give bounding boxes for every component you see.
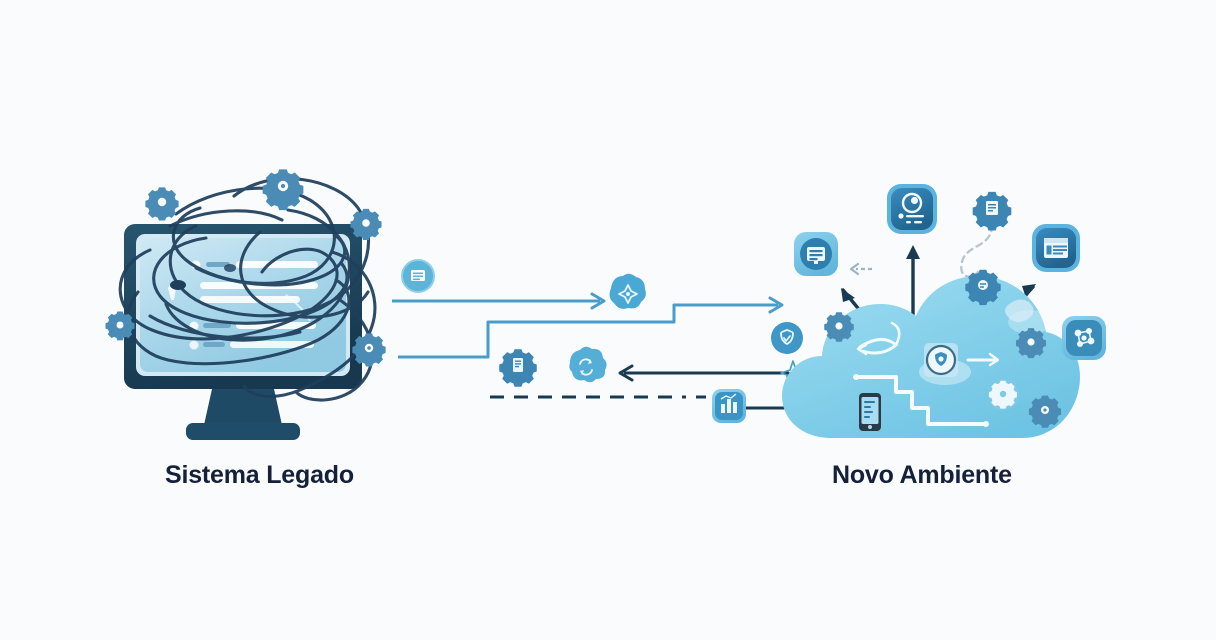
screen-row-line	[236, 261, 318, 268]
gear-icon	[824, 312, 854, 342]
gear-icon	[262, 169, 304, 211]
page-title-legacy: Sistema Legado	[165, 461, 354, 489]
new-environment-group	[782, 184, 1106, 438]
gear-icon	[352, 333, 386, 367]
decorative-blob	[1005, 299, 1034, 323]
document-badge-icon[interactable]	[401, 259, 435, 293]
screen-row-line	[200, 296, 300, 303]
flow-arrow-return-left[interactable]	[618, 364, 790, 408]
legacy-system-group	[105, 169, 386, 440]
report-tile-icon[interactable]	[1032, 224, 1080, 272]
cloud-flow-line	[890, 321, 901, 347]
monitor-base	[186, 423, 300, 440]
screen-row-line	[203, 323, 231, 328]
screen-row-line	[230, 341, 314, 348]
monitor-neck	[204, 389, 282, 425]
legacy-gears	[105, 169, 386, 367]
cloud-circuit-node	[853, 374, 859, 380]
cloud-flow-arrow	[856, 343, 868, 356]
monitoring-tile-icon[interactable]	[887, 184, 937, 234]
smartphone-icon[interactable]	[859, 393, 881, 431]
cloud-arrow-small-left	[849, 262, 872, 276]
chart-tile-icon[interactable]	[712, 389, 746, 423]
gear-icon	[105, 311, 135, 341]
settings-badge-icon[interactable]	[987, 378, 1019, 410]
screen-row-line	[206, 262, 230, 267]
dashboard-tile-icon[interactable]	[794, 232, 838, 276]
sync-cloud-icon[interactable]	[569, 346, 607, 383]
gear-icon	[965, 269, 1001, 306]
cable-knot	[170, 280, 186, 290]
screen-glow	[285, 294, 311, 322]
gear-icon	[972, 191, 1012, 231]
screen-row-line	[203, 342, 225, 347]
screen-row-bullet	[189, 340, 199, 350]
cloud-flow-arrow	[988, 352, 1000, 367]
flow-arrow-stepped-right[interactable]	[398, 296, 784, 359]
connectors-group	[392, 259, 842, 423]
cloud-gears	[824, 191, 1062, 428]
cloud-circuit-node	[983, 421, 989, 427]
gear-icon	[350, 208, 382, 240]
sparkle-badge-icon[interactable]	[609, 273, 646, 309]
cloud-arrow-up[interactable]	[906, 245, 920, 324]
cloud-circuit-path	[856, 375, 986, 426]
gear-icon	[145, 187, 179, 221]
dashed-curve-connector	[960, 223, 994, 278]
shield-sync-icon[interactable]	[924, 343, 958, 377]
page-title-modern: Novo Ambiente	[832, 461, 1012, 489]
network-tile-icon[interactable]	[1062, 316, 1106, 360]
flow-arrow-top-right[interactable]	[392, 292, 606, 310]
shield-badge-icon[interactable]	[771, 322, 803, 354]
gear-document-icon[interactable]	[499, 349, 537, 387]
gear-icon	[1015, 328, 1047, 359]
cable-knot	[224, 264, 236, 272]
gear-icon	[1028, 395, 1062, 428]
